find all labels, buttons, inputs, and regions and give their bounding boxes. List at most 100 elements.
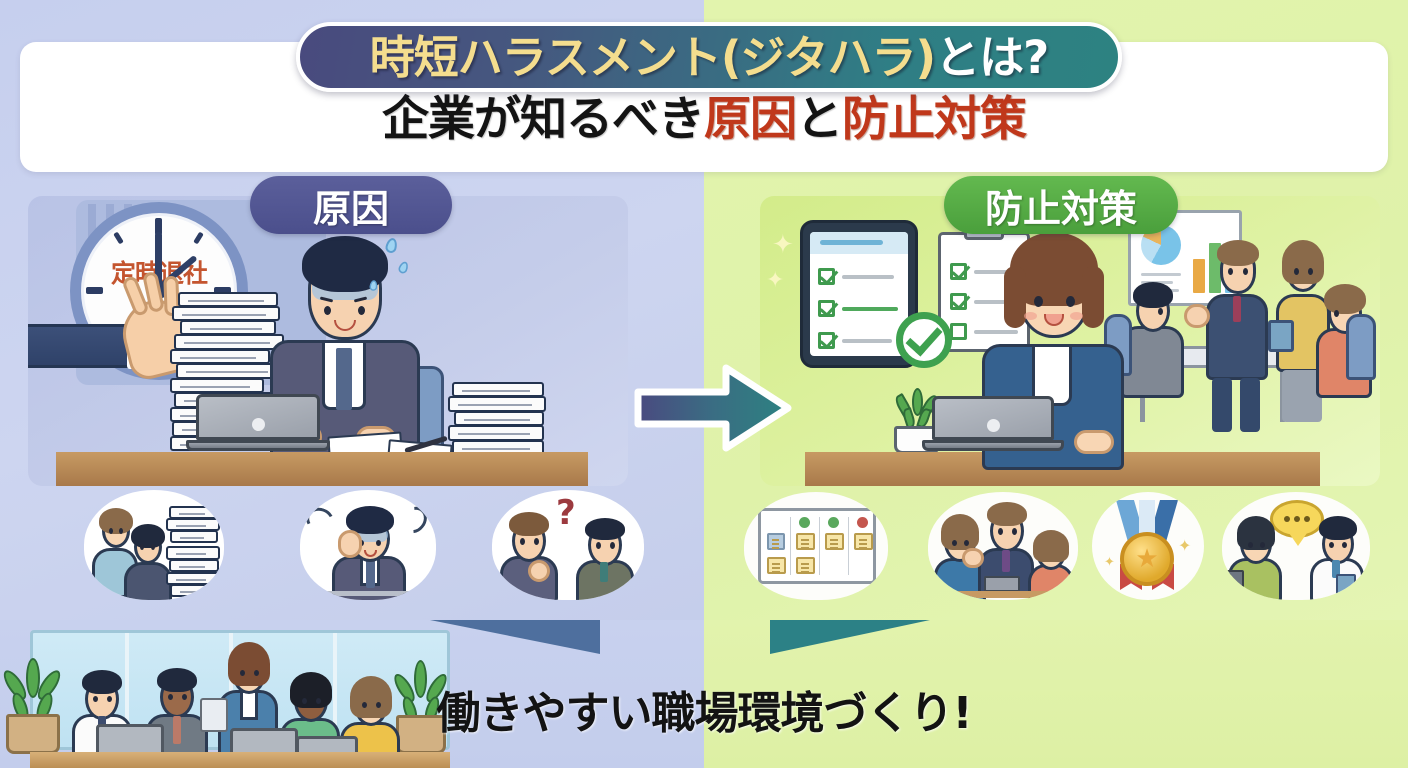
blush (1070, 312, 1083, 320)
subtitle-part-1: 企業が知るべき (382, 92, 705, 147)
checklist-item (950, 263, 1016, 280)
hair (509, 512, 549, 536)
window-mullion (125, 633, 129, 747)
checkbox-checked (950, 293, 967, 310)
badge-prevention: 防止対策 (944, 176, 1178, 234)
eye (1243, 268, 1248, 275)
hair (131, 524, 165, 548)
necktie (1332, 560, 1340, 578)
eye (1012, 528, 1017, 535)
panel-prevention-illustration: ✦ ✦ (760, 196, 1380, 486)
sparkle-icon: ✦ (766, 268, 785, 293)
hair (157, 668, 197, 692)
gesturing-hand (962, 548, 984, 568)
checklist-line (974, 329, 1018, 334)
checklist-line (842, 274, 894, 279)
paper-sheet (448, 396, 546, 412)
paper-sheet (170, 530, 218, 543)
hair (1319, 516, 1357, 540)
checkbox-checked (818, 300, 835, 317)
torso (124, 562, 172, 600)
banner-wedge-right (770, 620, 930, 654)
office-team-scene (0, 620, 470, 768)
chart-text-line (1141, 273, 1181, 276)
person (332, 504, 408, 600)
hair (941, 514, 979, 550)
team-member (340, 670, 402, 768)
eye (151, 544, 155, 550)
paper-sheet (169, 559, 219, 572)
icon-award-medal: ★ ✦ ✦ (1092, 492, 1204, 600)
mouth (364, 550, 377, 557)
eye (1228, 268, 1233, 275)
hair (350, 676, 392, 718)
eye (1260, 542, 1265, 548)
folder (1268, 320, 1294, 352)
hair (290, 672, 332, 708)
banner-wedge-left (430, 620, 600, 654)
hair (585, 518, 625, 540)
question-mark-icon: ? (556, 493, 576, 533)
hair (987, 502, 1027, 526)
tablet-checklist (800, 220, 918, 368)
presenter (1184, 232, 1274, 432)
title-pill: 時短ハラスメント(ジタハラ)とは? (296, 22, 1122, 92)
eye (140, 544, 144, 550)
paper-sheet (452, 382, 544, 397)
checkbox-checked (818, 268, 835, 285)
subtitle-part-2: と (796, 92, 843, 147)
hair (1237, 516, 1275, 550)
hair (346, 506, 394, 534)
star-icon: ★ (1135, 544, 1159, 574)
necktie (336, 348, 352, 410)
checklist-line (974, 269, 1016, 274)
desk-edge (310, 591, 426, 596)
checklist-item (818, 268, 894, 285)
person (500, 512, 560, 600)
skirt (1282, 370, 1322, 422)
hair (1282, 240, 1324, 284)
person (962, 500, 1036, 598)
eye (1329, 542, 1334, 548)
eye (182, 694, 187, 700)
paper-stack-small (448, 382, 548, 455)
paper-sheet (170, 584, 218, 597)
document-stack (166, 506, 222, 598)
paper-sheet (170, 349, 270, 364)
hand-on-head (338, 530, 362, 558)
checkbox-checked (818, 332, 835, 349)
tablet-titlebar (810, 232, 908, 254)
eye (119, 528, 123, 534)
board-card (767, 557, 786, 574)
eye (1334, 310, 1339, 317)
laptop-base (922, 440, 1064, 452)
checkbox-empty (950, 323, 967, 340)
bubble-dot (1294, 516, 1300, 522)
hair (99, 508, 133, 534)
checklist-line (842, 306, 898, 311)
eye (534, 538, 539, 545)
plant-leaf (414, 660, 427, 698)
laptop-screen (196, 394, 320, 440)
meeting-table (30, 752, 450, 768)
clock-tick (86, 287, 103, 294)
eye (596, 542, 601, 549)
laptop-left (186, 394, 330, 456)
tablet (200, 698, 228, 732)
hair (82, 670, 122, 694)
hand-on-chin (528, 560, 550, 582)
eye (1034, 296, 1043, 307)
panel-cause-illustration: 定時退社 (28, 196, 628, 486)
person (1226, 516, 1284, 600)
person (1028, 530, 1076, 600)
blush (1024, 312, 1037, 320)
eye (610, 542, 615, 549)
transition-arrow (634, 358, 794, 458)
tablet-screen (810, 232, 908, 356)
clock-tick (214, 287, 231, 294)
necktie (1233, 296, 1241, 322)
bubble-dot (1304, 516, 1310, 522)
hair-side (1004, 266, 1026, 328)
icon-stressed-employee-holding-head (300, 490, 436, 600)
eye (1248, 542, 1253, 548)
